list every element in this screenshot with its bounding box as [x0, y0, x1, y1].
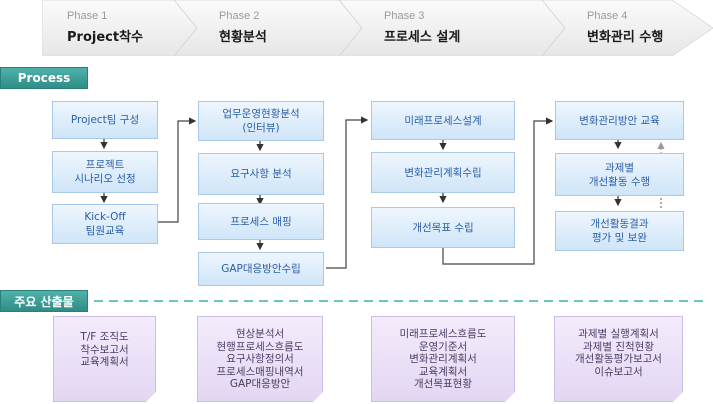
phase-number: Phase 2: [219, 10, 260, 22]
output-item: 착수보고서: [80, 343, 129, 356]
process-section-label: Process: [0, 67, 88, 89]
output-item: 현행프로세스흐름도: [216, 340, 304, 353]
phase-number: Phase 3: [384, 10, 425, 22]
outputs-section-label: 주요 산출물: [0, 290, 88, 312]
phase-name: 프로세스 설계: [384, 30, 461, 45]
process-step-current-analysis: 업무운영현황분석 (인터뷰): [198, 101, 324, 141]
phase-name: 변화관리 수행: [587, 30, 664, 45]
output-item: 과제별 실행계획서: [578, 328, 659, 340]
phase-name: Project착수: [67, 30, 143, 45]
process-step-scenario: 프로젝트 시나리오 선정: [52, 151, 158, 193]
process-step-future-design: 미래프로세스설계: [371, 101, 515, 140]
step-label: 프로젝트 시나리오 선정: [74, 159, 136, 185]
output-item: 교육계획서: [80, 356, 129, 368]
step-label: 프로세스 매핑: [230, 215, 292, 228]
output-item: GAP대응방안: [229, 378, 291, 390]
output-box-phase-1: T/F 조직도 착수보고서 교육계획서: [53, 316, 156, 402]
step-label: Kick-Off 팀원교육: [84, 211, 126, 237]
output-box-phase-3: 미래프로세스흐름도 운영기준서 변화관리계획서 교육계획서 개선목표현황: [371, 316, 515, 402]
step-label: GAP대응방안수립: [221, 263, 301, 275]
step-label: 미래프로세스설계: [404, 114, 482, 127]
process-step-gap: GAP대응방안수립: [198, 252, 324, 286]
process-step-project-team: Project팀 구성: [52, 101, 158, 139]
step-label: 변화관리방안 교육: [579, 114, 660, 127]
output-item: 운영기준서: [418, 340, 468, 353]
phase-number: Phase 4: [587, 10, 628, 22]
process-step-change-training: 변화관리방안 교육: [555, 101, 684, 140]
phase-name: 현황분석: [219, 30, 267, 45]
output-item: 미래프로세스흐름도: [399, 328, 487, 340]
process-step-improvement-goal: 개선목표 수립: [371, 207, 515, 248]
arrow-col2-to-col3: [326, 116, 369, 269]
output-box-phase-4: 과제별 실행계획서 과제별 진척현황 개선활동평가보고서 이슈보고서: [554, 316, 683, 402]
process-step-requirements: 요구사항 분석: [198, 153, 324, 195]
step-label: Project팀 구성: [70, 114, 140, 126]
arrow-col3-to-col4: [442, 117, 554, 265]
output-item: 이슈보고서: [594, 365, 643, 378]
process-step-kickoff: Kick-Off 팀원교육: [52, 204, 158, 244]
phase-bar: Phase 1 Project착수 Phase 2 현황분석 Phase 3 프…: [42, 0, 713, 56]
output-box-phase-2: 현상분석서 현행프로세스흐름도 요구사항정의서 프로세스매핑내역서 GAP대응방…: [197, 316, 323, 402]
output-item: 교육계획서: [418, 365, 468, 378]
step-label: 요구사항 분석: [230, 168, 292, 180]
output-item: 변화관리계획서: [409, 353, 477, 365]
output-item: 과제별 진척현황: [583, 340, 654, 353]
step-label: 과제별 개선활동 수행: [588, 161, 651, 188]
process-step-evaluation: 개선활동결과 평가 및 보완: [555, 211, 684, 251]
step-label: 업무운영현황분석 (인터뷰): [222, 108, 300, 134]
output-item: 현상분석서: [235, 328, 285, 340]
step-label: 개선목표 수립: [412, 221, 474, 234]
phase-number: Phase 1: [67, 10, 108, 22]
arrow-col1-to-col2: [158, 117, 197, 223]
phase-chevron-background: [42, 0, 713, 56]
output-item: 개선목표현황: [414, 378, 472, 390]
process-step-task-activities: 과제별 개선활동 수행: [555, 153, 684, 196]
output-item: 프로세스매핑내역서: [216, 365, 304, 378]
process-step-change-plan: 변화관리계획수립: [371, 152, 515, 193]
step-label: 변화관리계획수립: [404, 166, 482, 179]
output-item: 개선활동평가보고서: [575, 353, 662, 365]
step-label: 개선활동결과 평가 및 보완: [590, 218, 649, 244]
output-item: T/F 조직도: [80, 331, 129, 343]
output-item: 요구사항정의서: [226, 353, 294, 365]
process-step-mapping: 프로세스 매핑: [198, 203, 324, 240]
